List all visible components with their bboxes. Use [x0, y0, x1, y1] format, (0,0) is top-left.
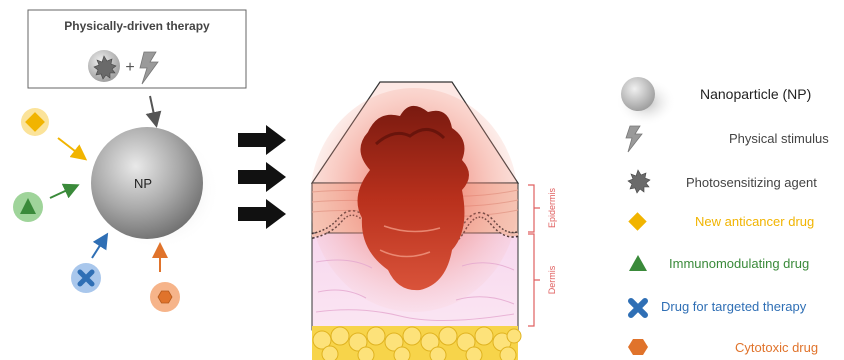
fat-layer [312, 326, 521, 360]
arrow-targeted [92, 236, 106, 258]
np-label: NP [134, 176, 152, 191]
photosensitizer-in-np-icon [88, 50, 120, 82]
epidermis-label: Epidermis [547, 187, 557, 228]
legend-label-stimulus: Physical stimulus [729, 131, 829, 146]
legend-label-cytotoxic: Cytotoxic drug [735, 340, 818, 355]
skin-section [310, 82, 521, 360]
black-arrow-2 [238, 162, 286, 192]
lightning-icon [626, 126, 642, 152]
legend-label-np: Nanoparticle (NP) [700, 86, 811, 102]
arrow-box-to-np [150, 96, 156, 124]
triangle-icon [629, 255, 647, 271]
legend-label-photosensitizer: Photosensitizing agent [686, 175, 817, 190]
nanoparticle-icon [616, 77, 676, 126]
nanoparticle: NP [91, 127, 220, 250]
hexagon-icon [628, 339, 648, 355]
cross-icon [631, 301, 645, 315]
therapy-box-title: Physically-driven therapy [64, 19, 210, 33]
therapy-box: Physically-driven therapy + [28, 10, 246, 88]
arrow-anticancer [58, 138, 84, 158]
epidermis-bracket: Epidermis [528, 185, 557, 232]
anticancer-drug-icon [21, 108, 49, 136]
immunomodulating-drug-icon [13, 192, 43, 222]
photosensitizer-icon [628, 170, 650, 193]
cytotoxic-drug-icon [150, 282, 180, 312]
dermis-bracket: Dermis [528, 234, 557, 326]
delivery-arrows [238, 125, 286, 229]
targeted-drug-icon [71, 263, 101, 293]
dermis-label: Dermis [547, 265, 557, 294]
plus-sign: + [125, 59, 134, 76]
black-arrow-1 [238, 125, 286, 155]
arrow-immuno [50, 186, 76, 198]
legend-label-targeted: Drug for targeted therapy [661, 299, 806, 314]
black-arrow-3 [238, 199, 286, 229]
legend-label-anticancer: New anticancer drug [695, 214, 814, 229]
diamond-icon [628, 212, 646, 230]
legend-label-immuno: Immunomodulating drug [669, 256, 809, 271]
